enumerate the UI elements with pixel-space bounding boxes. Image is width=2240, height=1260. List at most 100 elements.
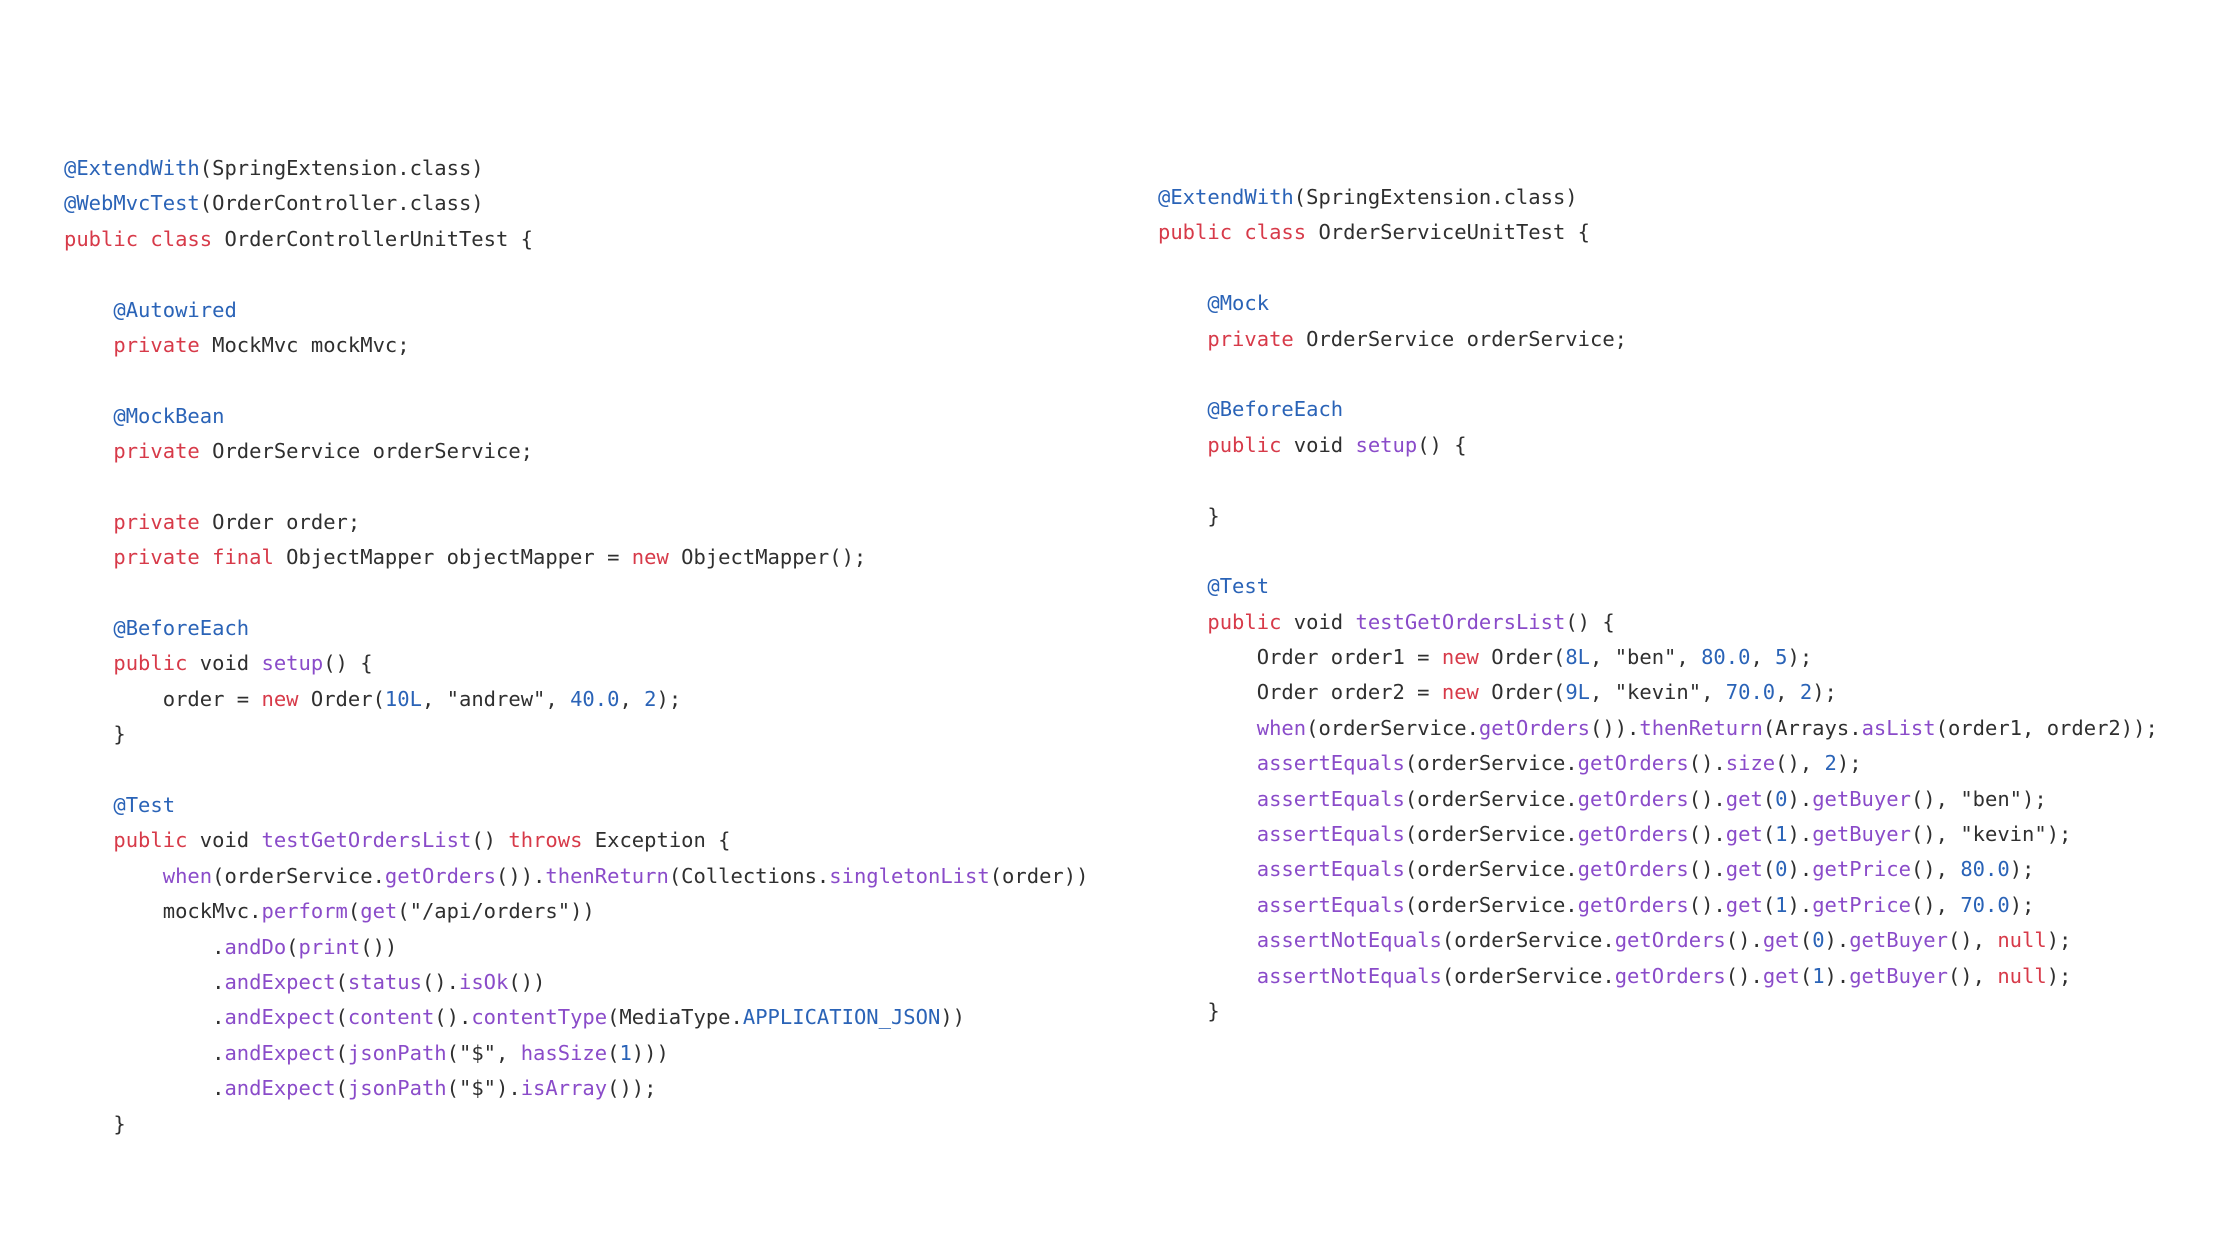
code-token-plain: (order)) <box>989 863 1089 888</box>
code-token-method: getBuyer <box>1812 822 1911 847</box>
code-token-plain <box>64 545 113 569</box>
code-token-plain: (orderService. <box>1306 715 1479 740</box>
code-token-plain: ( <box>1762 857 1776 882</box>
code-line: @BeforeEach <box>64 611 1088 646</box>
code-token-plain: ObjectMapper(); <box>668 545 867 570</box>
code-token-plain: (orderService. <box>212 863 385 888</box>
code-token-plain: OrderServiceUnitTest { <box>1306 220 1590 245</box>
code-token-keyword: public <box>113 828 188 853</box>
code-token-method: get <box>1762 928 1800 953</box>
code-line: when(orderService.getOrders()).thenRetur… <box>1158 711 2158 746</box>
code-token-plain <box>64 333 113 357</box>
code-token-keyword: public <box>1207 609 1282 634</box>
code-line: Order order2 = new Order(9L, "kevin", 70… <box>1158 675 2158 710</box>
code-token-plain <box>1158 857 1257 881</box>
code-token-plain: ); <box>1836 751 1862 776</box>
code-token-annotation: @BeforeEach <box>113 616 250 641</box>
code-token-method: thenReturn <box>545 863 669 888</box>
code-token-plain: (orderService. <box>1404 786 1578 811</box>
code-token-plain: ()); <box>607 1076 657 1101</box>
code-token-method: isOk <box>458 969 509 994</box>
code-token-method: getOrders <box>1577 751 1689 776</box>
code-line <box>1158 534 2158 569</box>
code-token-method: asList <box>1861 715 1936 740</box>
code-token-number: 1 <box>1812 963 1825 988</box>
code-token-plain: )) <box>570 899 595 924</box>
code-token-keyword: throws <box>508 828 583 853</box>
code-token-plain <box>1158 893 1257 917</box>
code-token-plain <box>1158 574 1207 598</box>
code-token-plain: , <box>1590 680 1615 705</box>
code-token-plain: () { <box>1565 609 1615 634</box>
code-token-keyword: public <box>64 226 139 251</box>
code-line <box>64 576 1088 611</box>
code-token-plain: ()). <box>1590 715 1640 740</box>
code-token-plain <box>64 439 113 463</box>
code-line: assertEquals(orderService.getOrders().ge… <box>1158 782 2158 817</box>
code-token-annotation: @MockBean <box>113 403 225 428</box>
code-token-keyword: class <box>150 226 213 251</box>
code-token-plain: ( <box>1762 786 1776 811</box>
code-line: private MockMvc mockMvc; <box>64 328 1088 363</box>
code-token-annotation: @Mock <box>1207 291 1270 316</box>
code-token-plain: ( <box>446 1076 459 1101</box>
code-token-plain: (). <box>1688 857 1726 882</box>
code-token-plain: (orderService. <box>1441 963 1615 988</box>
code-line: .andDo(print()) <box>64 930 1088 965</box>
code-line: .andExpect(jsonPath("$").isArray()); <box>64 1071 1088 1106</box>
code-token-plain: (), <box>1910 857 1961 882</box>
code-token-plain <box>1158 751 1257 775</box>
code-token-method: assertNotEquals <box>1256 928 1442 953</box>
code-token-method: andExpect <box>224 1040 336 1065</box>
code-line <box>1158 463 2158 498</box>
code-token-method: getOrders <box>1577 786 1689 811</box>
code-line: } <box>1158 994 2158 1029</box>
code-token-plain: () <box>471 828 509 853</box>
code-line: @ExtendWith(SpringExtension.class) <box>1158 180 2158 215</box>
code-line <box>64 363 1088 398</box>
code-token-plain: () { <box>1417 432 1467 457</box>
code-token-keyword: private <box>1207 326 1294 351</box>
code-token-plain: (). <box>1725 928 1763 953</box>
code-token-keyword: new <box>261 686 299 711</box>
code-token-plain: Order( <box>1478 645 1566 670</box>
code-token-keyword: public <box>1158 220 1233 245</box>
code-token-method: andDo <box>224 934 287 959</box>
code-token-method: setup <box>1355 432 1418 457</box>
code-token-plain: ( <box>446 1040 459 1065</box>
code-token-plain: OrderService orderService; <box>1293 326 1628 351</box>
code-token-method: getOrders <box>1614 928 1726 953</box>
code-token-plain: ()). <box>496 863 546 888</box>
code-token-method: getOrders <box>1577 857 1689 882</box>
code-token-plain: , <box>1775 680 1800 705</box>
code-token-plain: . <box>64 1076 225 1101</box>
code-token-number: 70.0 <box>1960 892 2010 917</box>
code-token-method: content <box>347 1005 435 1030</box>
code-token-plain: , <box>619 686 645 711</box>
code-token-method: assertEquals <box>1256 857 1405 882</box>
code-token-annotation: @ExtendWith <box>64 156 200 180</box>
code-token-annotation: @BeforeEach <box>1207 397 1344 422</box>
code-token-number: 40.0 <box>570 686 620 711</box>
code-token-plain: ( <box>335 969 348 994</box>
code-line: private OrderService orderService; <box>1158 322 2158 357</box>
code-token-plain: void <box>1281 609 1356 634</box>
code-token-method: getBuyer <box>1849 963 1948 988</box>
code-token-number: 5 <box>1775 645 1788 670</box>
code-token-method: status <box>347 969 422 994</box>
code-token-number: 2 <box>1799 680 1813 705</box>
code-token-plain: ( <box>1799 928 1813 953</box>
code-token-plain: (), <box>1947 928 1998 953</box>
code-token-method: andExpect <box>224 969 336 994</box>
code-token-method: getOrders <box>384 863 497 888</box>
code-line: public class OrderControllerUnitTest { <box>64 222 1088 257</box>
code-line: @Autowired <box>64 293 1088 328</box>
code-token-plain: (). <box>1688 751 1726 776</box>
code-token-plain <box>1158 716 1257 740</box>
code-token-plain: , <box>421 686 447 711</box>
code-token-plain: ( <box>1799 963 1813 988</box>
code-token-plain: () { <box>323 651 373 676</box>
code-token-plain: ). <box>1787 786 1813 811</box>
code-token-keyword: private <box>113 439 200 464</box>
code-token-keyword: null <box>1997 963 2047 988</box>
